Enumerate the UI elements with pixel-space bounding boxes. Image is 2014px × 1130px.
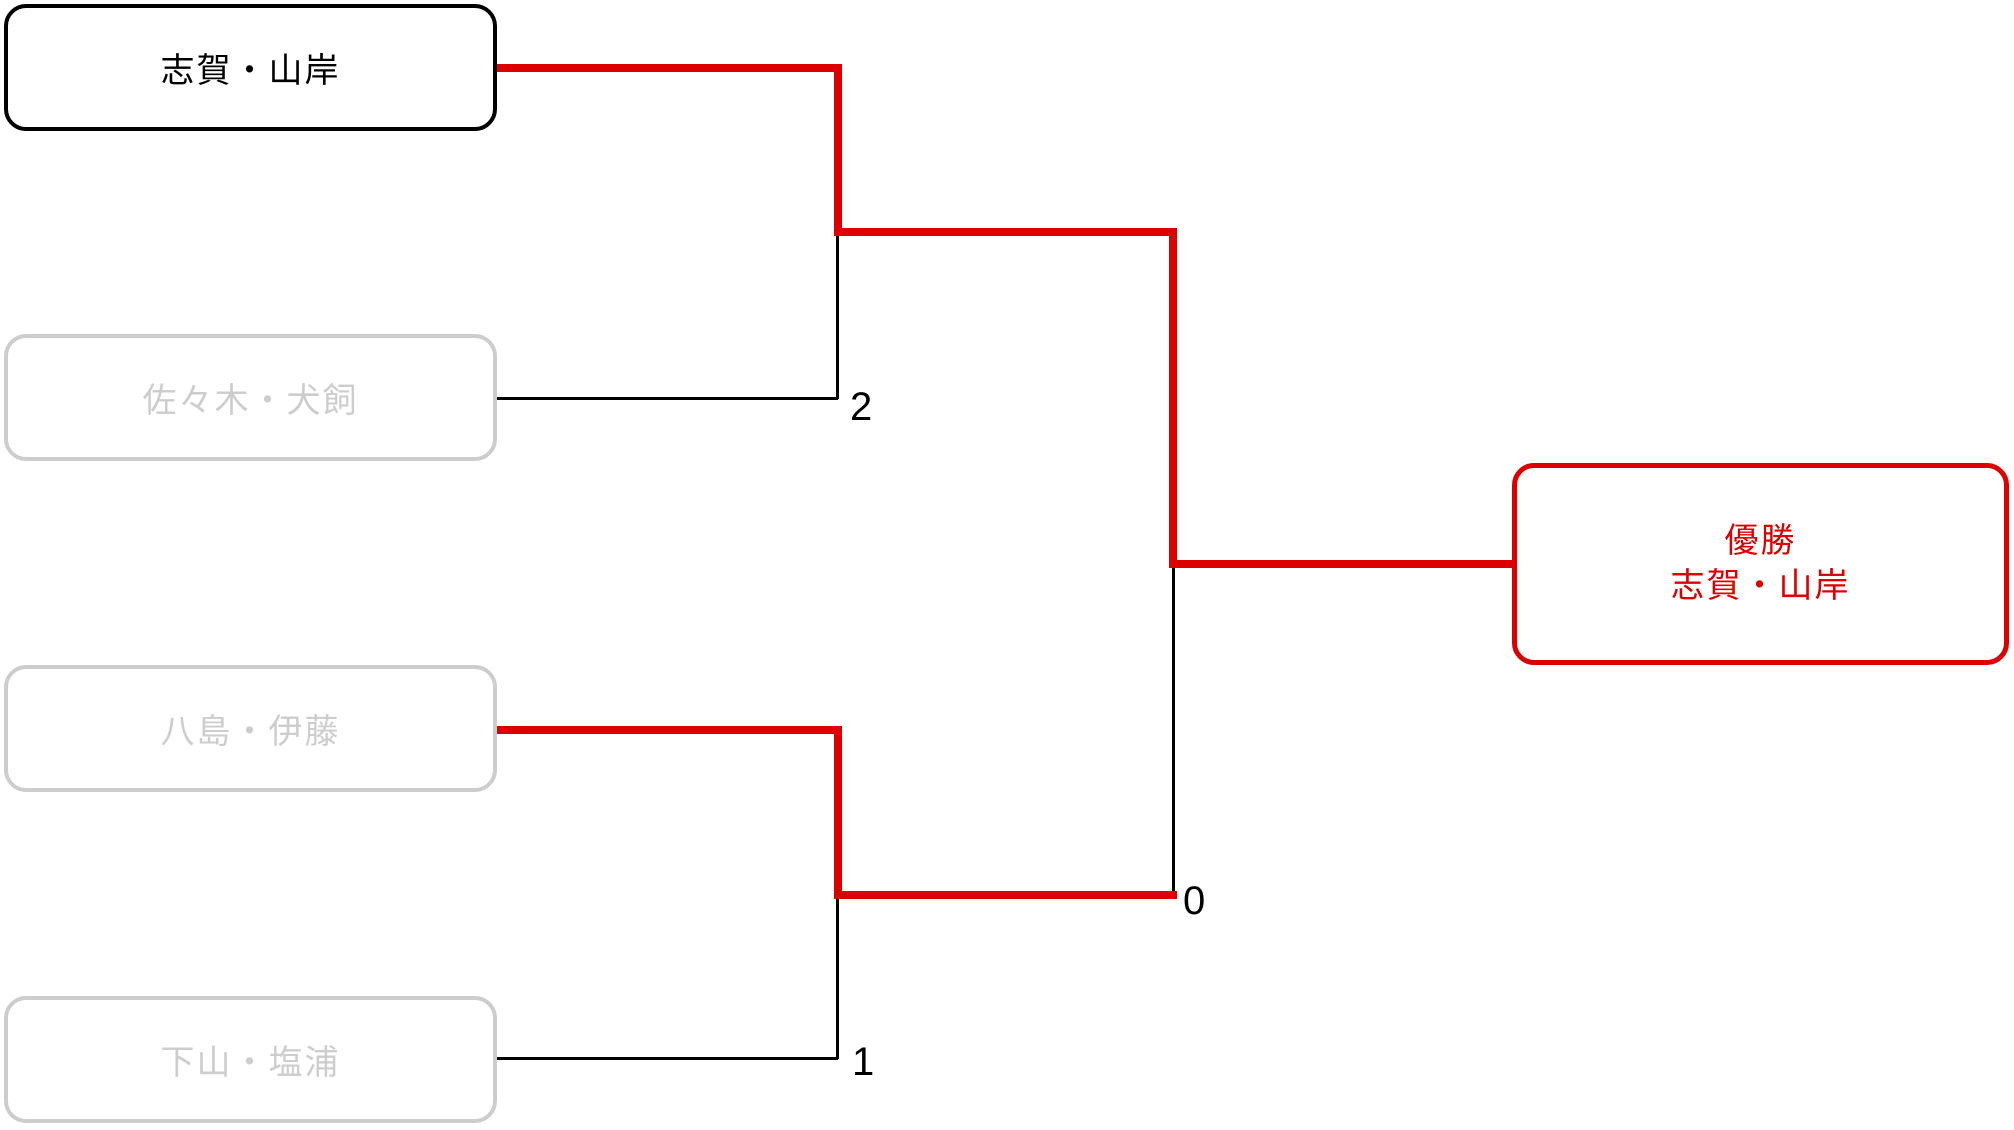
team-box-sasaki-inukai: 佐々木・犬飼 [4, 334, 497, 461]
winner-line-semifinal-bottom-out [834, 891, 1177, 899]
loser-line-shimoyama-horizontal [497, 1057, 838, 1060]
winner-line-semifinal-bottom-vertical [834, 726, 842, 899]
loser-line-final-vertical [1172, 564, 1175, 897]
match-number-final: 0 [1183, 879, 1206, 923]
winner-line-yashima-out [497, 726, 842, 734]
winner-line-semifinal-top-out [834, 228, 1177, 236]
match-number-semifinal-top: 2 [850, 385, 873, 429]
winner-line-shiga-out [497, 64, 842, 72]
loser-line-sasaki-vertical [836, 232, 839, 399]
champion-title: 優勝 [1724, 522, 1797, 561]
loser-line-shimoyama-vertical [836, 895, 839, 1059]
match-number-semifinal-bottom: 1 [852, 1040, 875, 1084]
winner-line-champion-out [1169, 560, 1512, 568]
team-name: 下山・塩浦 [160, 1044, 341, 1082]
team-box-yashima-ito: 八島・伊藤 [4, 665, 497, 792]
team-name: 志賀・山岸 [160, 52, 341, 90]
team-box-shimoyama-shioura: 下山・塩浦 [4, 996, 497, 1123]
loser-line-sasaki-horizontal [497, 397, 838, 400]
champion-box: 優勝 志賀・山岸 [1512, 463, 2009, 665]
team-name: 八島・伊藤 [160, 713, 341, 751]
team-name: 佐々木・犬飼 [142, 382, 359, 420]
champion-name: 志賀・山岸 [1670, 567, 1851, 605]
winner-line-semifinal-top-vertical [834, 64, 842, 236]
winner-line-final-vertical [1169, 228, 1177, 568]
team-box-shiga-yamagishi: 志賀・山岸 [4, 4, 497, 131]
